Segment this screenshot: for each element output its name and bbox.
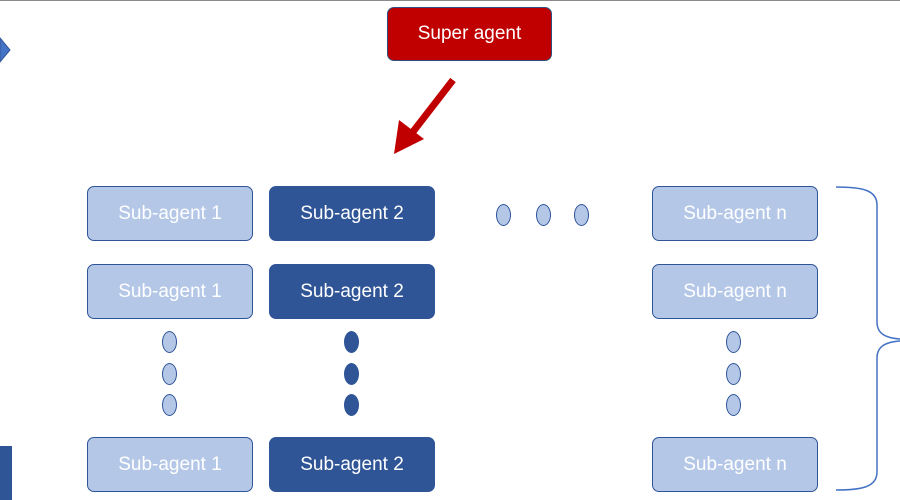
sub-agent-label: Sub-agent 2	[300, 453, 404, 475]
sub-agent-box-r1-c2: Sub-agent 2	[269, 186, 435, 241]
vertical-ellipsis-icon-c2-dot-1	[344, 331, 359, 353]
brace-path	[835, 186, 900, 491]
horizontal-ellipsis-dot-3	[574, 204, 589, 226]
sub-agent-label: Sub-agent n	[683, 453, 787, 475]
horizontal-ellipsis-dot-1	[496, 204, 511, 226]
top-border-line	[0, 0, 900, 1]
sub-agent-label: Sub-agent 2	[300, 280, 404, 302]
vertical-ellipsis-icon-c1-dot-3	[162, 394, 177, 416]
sub-agent-box-r2-c1: Sub-agent 1	[87, 264, 253, 319]
sub-agent-box-r1-c1: Sub-agent 1	[87, 186, 253, 241]
sub-agent-label: Sub-agent 1	[118, 280, 222, 302]
vertical-ellipsis-icon-c1-dot-2	[162, 363, 177, 385]
super-agent-box: Super agent	[387, 7, 552, 61]
sub-agent-label: Sub-agent n	[683, 280, 787, 302]
vertical-ellipsis-icon-cn-dot-2	[726, 363, 741, 385]
super-agent-label: Super agent	[417, 23, 522, 44]
sub-agent-box-r3-cn: Sub-agent n	[652, 437, 818, 492]
vertical-ellipsis-icon-cn-dot-1	[726, 331, 741, 353]
sub-agent-box-r3-c1: Sub-agent 1	[87, 437, 253, 492]
sub-agent-box-r2-c2: Sub-agent 2	[269, 264, 435, 319]
left-edge-box	[0, 446, 12, 500]
sub-agent-label: Sub-agent n	[683, 202, 787, 224]
vertical-ellipsis-icon-c2-dot-2	[344, 363, 359, 385]
sub-agent-box-r3-c2: Sub-agent 2	[269, 437, 435, 492]
sub-agent-label: Sub-agent 2	[300, 202, 404, 224]
vertical-ellipsis-icon-c1-dot-1	[162, 331, 177, 353]
vertical-ellipsis-icon-c2-dot-3	[344, 394, 359, 416]
vertical-ellipsis-icon-cn-dot-3	[726, 394, 741, 416]
sub-agent-label: Sub-agent 1	[118, 202, 222, 224]
arrow-shaft	[409, 77, 456, 136]
horizontal-ellipsis-dot-2	[536, 204, 551, 226]
sub-agent-label: Sub-agent 1	[118, 453, 222, 475]
left-edge-arrowhead	[0, 37, 11, 63]
arrow-head	[394, 120, 424, 154]
sub-agent-box-r1-cn: Sub-agent n	[652, 186, 818, 241]
sub-agent-box-r2-cn: Sub-agent n	[652, 264, 818, 319]
